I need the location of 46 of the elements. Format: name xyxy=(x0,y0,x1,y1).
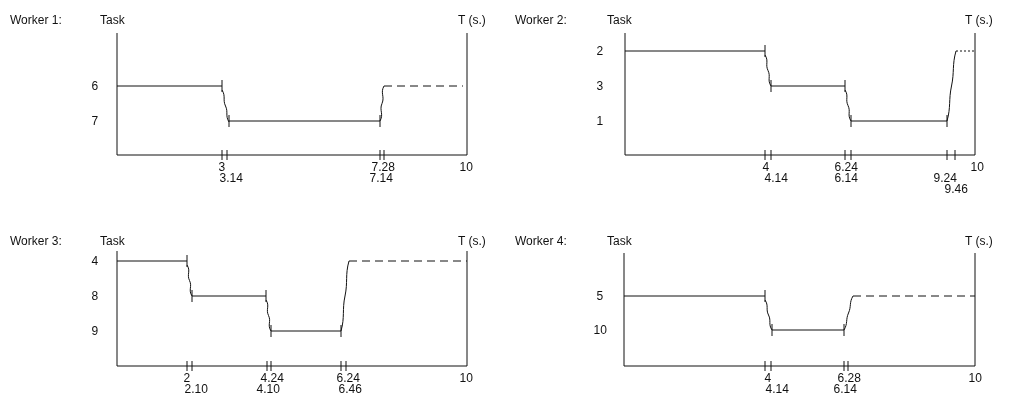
tick-label: 6.14 xyxy=(834,172,858,184)
task-number: 8 xyxy=(91,290,99,302)
tick-label: 6.28 xyxy=(837,372,861,384)
tick-label: 10 xyxy=(968,372,982,384)
tick-label: 9.24 xyxy=(933,172,957,184)
tick-label: 7.14 xyxy=(369,172,393,184)
axis-label: T (s.) xyxy=(965,14,993,26)
task-number: 9 xyxy=(91,325,99,337)
axis-label: Task xyxy=(607,235,632,247)
tick-label: 4.14 xyxy=(764,172,788,184)
axis-label: Task xyxy=(100,14,125,26)
worker-label: Worker 4: xyxy=(515,235,567,247)
tick-label: 7.28 xyxy=(371,161,395,173)
task-number: 3 xyxy=(596,80,604,92)
tick-label: 3 xyxy=(218,161,226,173)
tick-label: 10 xyxy=(459,161,473,173)
task-number: 7 xyxy=(91,115,99,127)
tick-label: 6.46 xyxy=(338,383,362,395)
tick-label: 9.46 xyxy=(944,183,968,195)
task-number: 10 xyxy=(593,324,607,336)
tick-label: 4.10 xyxy=(256,383,280,395)
tick-label: 2 xyxy=(183,372,191,384)
tick-label: 4 xyxy=(762,161,770,173)
tick-label: 2.10 xyxy=(184,383,208,395)
worker-label: Worker 1: xyxy=(10,14,62,26)
task-number: 1 xyxy=(596,115,604,127)
tick-label: 6.14 xyxy=(833,383,857,395)
axis-label: T (s.) xyxy=(965,235,993,247)
axis-label: Task xyxy=(100,235,125,247)
axis-label: T (s.) xyxy=(458,235,486,247)
tick-label: 4 xyxy=(764,372,772,384)
axis-label: T (s.) xyxy=(458,14,486,26)
task-number: 4 xyxy=(91,255,99,267)
axis-label: Task xyxy=(607,14,632,26)
task-number: 2 xyxy=(596,45,604,57)
task-number: 5 xyxy=(596,290,604,302)
tick-label: 3.14 xyxy=(219,172,243,184)
tick-label: 10 xyxy=(970,161,984,173)
tick-label: 4.14 xyxy=(765,383,789,395)
task-number: 6 xyxy=(91,80,99,92)
worker-label: Worker 2: xyxy=(515,14,567,26)
tick-label: 6.24 xyxy=(336,372,360,384)
tick-label: 4.24 xyxy=(260,372,284,384)
worker-label: Worker 3: xyxy=(10,235,62,247)
tick-label: 10 xyxy=(459,372,473,384)
tick-label: 6.24 xyxy=(834,161,858,173)
